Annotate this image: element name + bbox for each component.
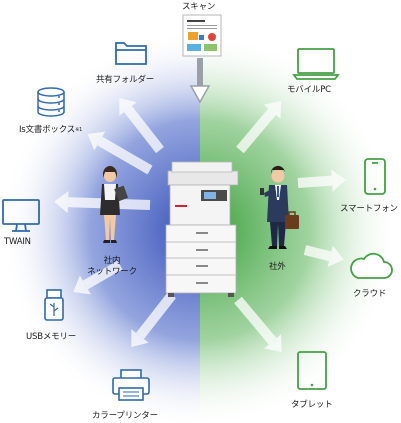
internal-network-line1: 社内 xyxy=(103,256,121,266)
tablet-icon xyxy=(297,351,327,390)
color-printer-label: カラープリンター xyxy=(92,411,158,421)
folder-icon xyxy=(115,42,147,65)
scan-document-icon xyxy=(182,14,222,57)
laptop-icon xyxy=(292,48,340,80)
internal-person-icon xyxy=(100,166,129,243)
arrow-to-shared-folder xyxy=(119,97,164,154)
arrow-to-tablet xyxy=(234,296,282,353)
external-person-icon xyxy=(260,165,299,249)
usb-icon xyxy=(44,289,64,321)
scan-label: スキャン xyxy=(182,2,216,12)
shared-folder-label: 共有フォルダー xyxy=(96,75,155,85)
usb-memory-label: USBメモリー xyxy=(26,332,77,342)
smartphone-icon xyxy=(364,158,386,195)
tablet-label: タブレット xyxy=(291,400,333,410)
is-box-text: Is文書ボックス xyxy=(19,125,76,135)
monitor-icon xyxy=(2,199,40,232)
scan-arrow xyxy=(189,58,211,104)
arrow-to-mobile-pc xyxy=(236,100,282,154)
arrow-to-printer xyxy=(131,291,176,348)
cloud-icon xyxy=(350,252,393,279)
mfp-copier-icon xyxy=(165,161,239,297)
is-box-label: Is文書ボックス※1 xyxy=(19,125,82,136)
internal-network-label: 社内 ネットワーク xyxy=(84,256,140,278)
arrow-to-cloud xyxy=(303,245,344,267)
is-box-note: ※1 xyxy=(75,127,83,133)
smartphone-label: スマートフォン xyxy=(340,204,398,214)
printer-icon xyxy=(112,369,150,401)
twain-label: TWAIN xyxy=(4,237,31,247)
arrow-to-usb xyxy=(73,260,123,295)
internal-network-line2: ネットワーク xyxy=(87,267,137,277)
cloud-label: クラウド xyxy=(353,289,387,299)
mobile-pc-label: モバイルPC xyxy=(287,85,331,95)
arrow-to-smartphone xyxy=(297,169,346,192)
arrow-to-is-box xyxy=(87,131,153,175)
database-icon xyxy=(37,87,65,117)
outside-label: 社外 xyxy=(269,262,286,272)
